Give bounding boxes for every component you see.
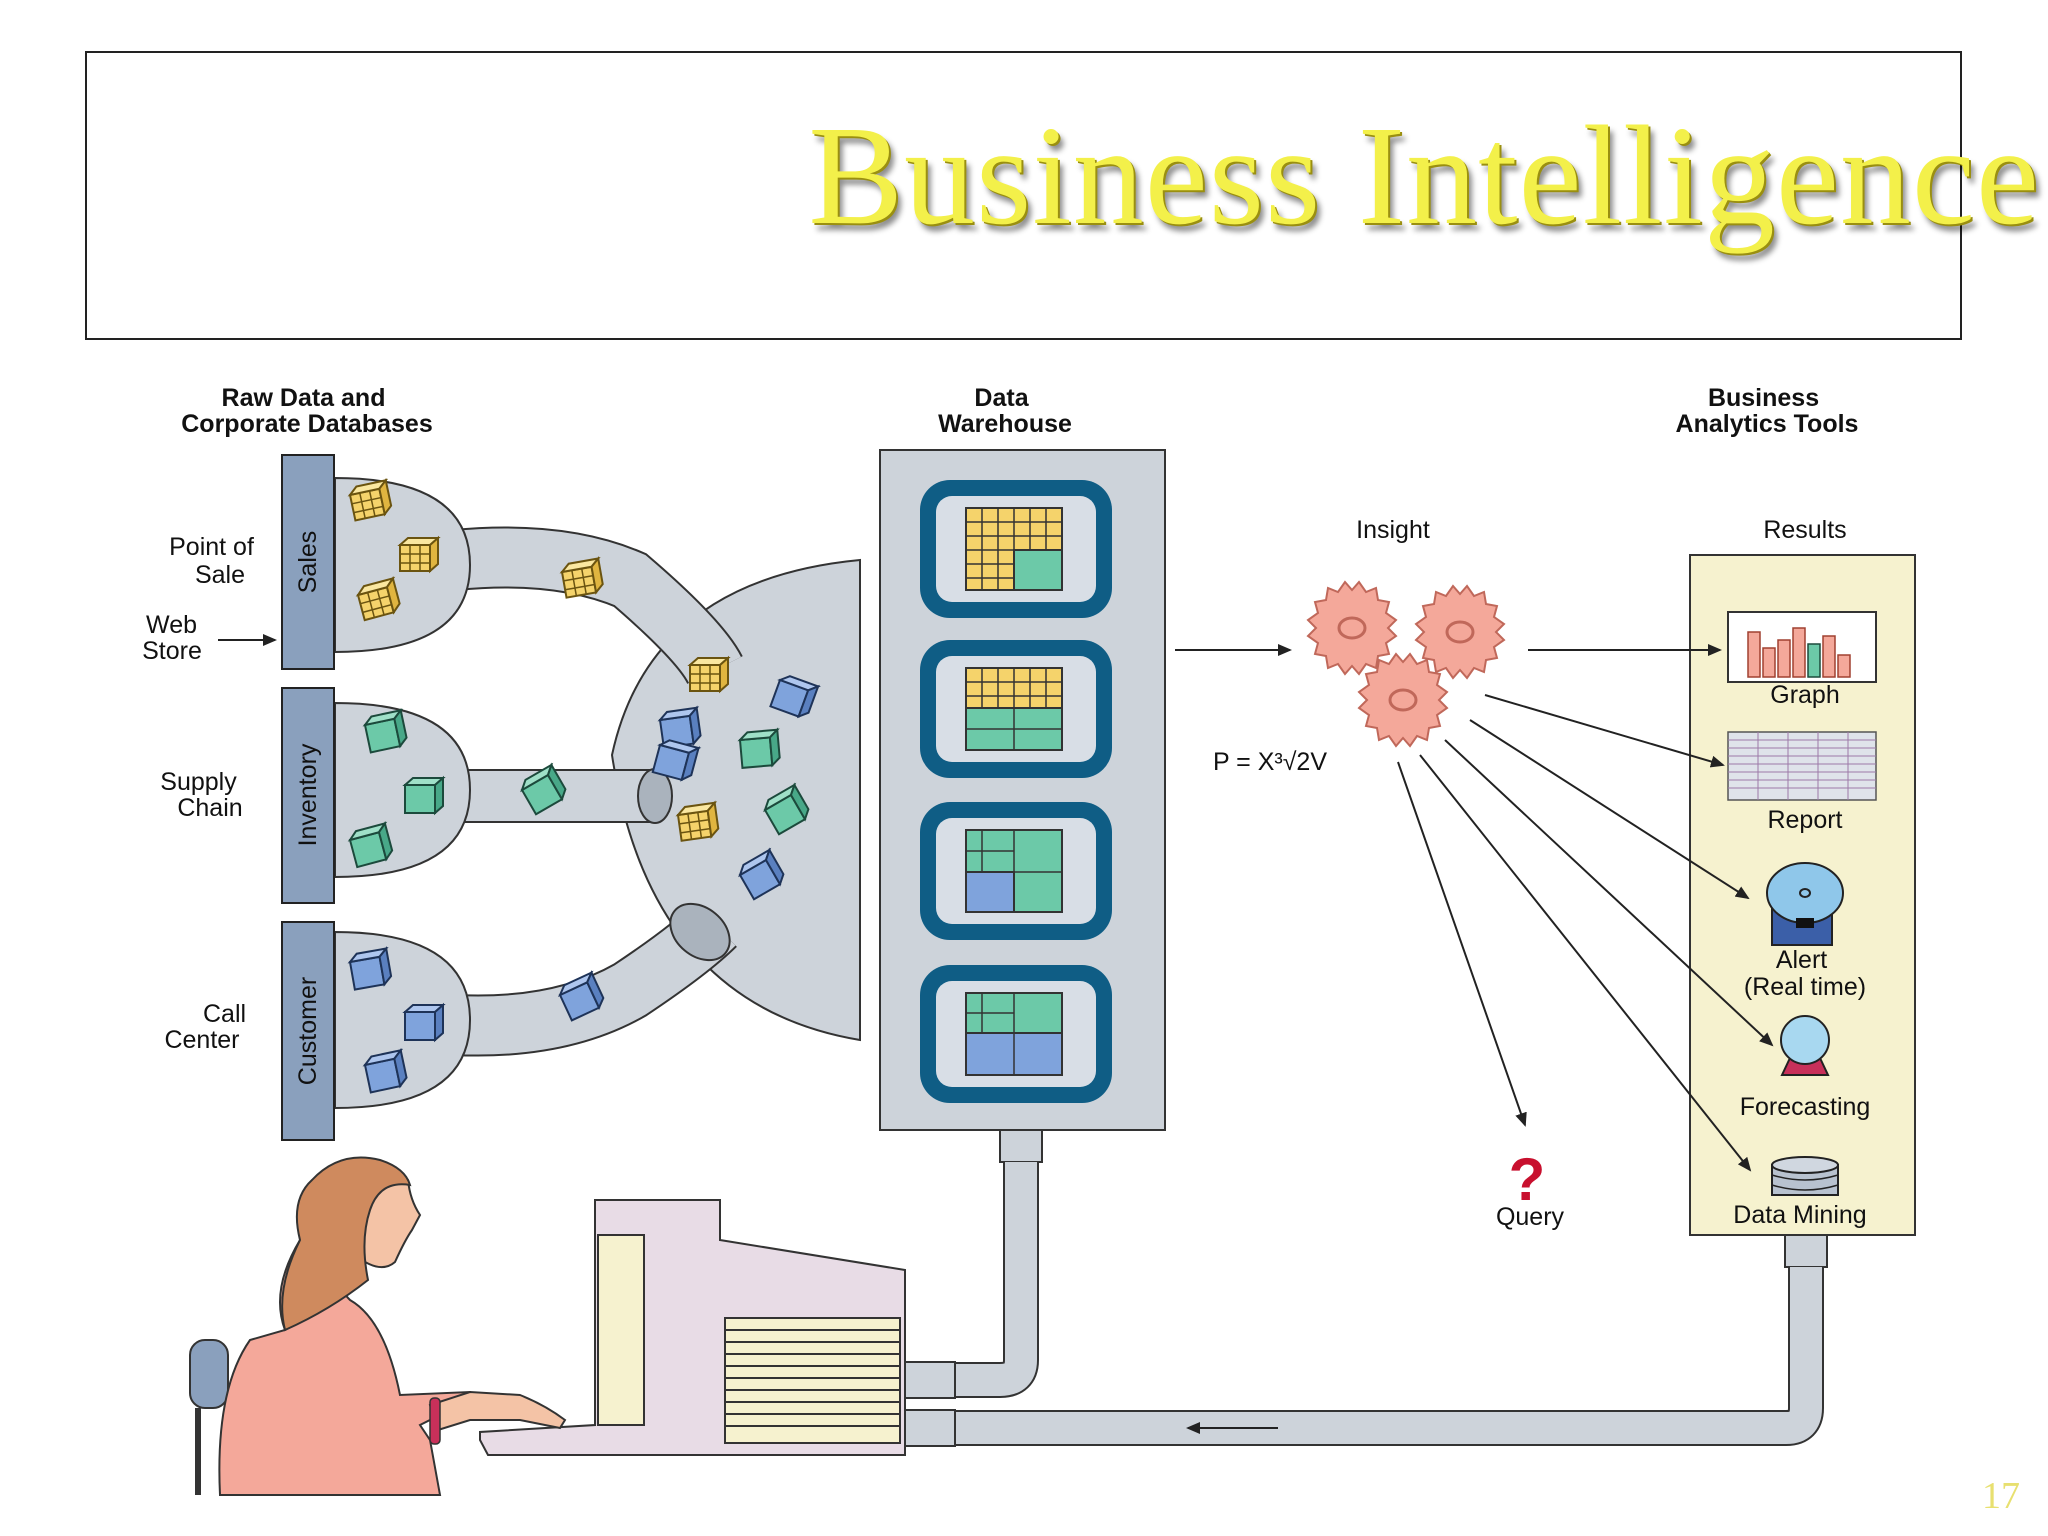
data-warehouse xyxy=(879,449,1166,1163)
tools-heading: Business Analytics Tools xyxy=(1676,384,1859,438)
query-icon: ? xyxy=(1509,1146,1546,1213)
computer-terminal xyxy=(479,1199,956,1456)
graph-label: Graph xyxy=(1770,681,1839,709)
svg-text:Sales: Sales xyxy=(294,531,322,594)
warehouse-heading: Data Warehouse xyxy=(938,384,1072,438)
insight-arrows xyxy=(1397,644,1774,1172)
page-number: 17 xyxy=(1982,1475,2020,1517)
title-frame xyxy=(85,51,1962,340)
report-label: Report xyxy=(1767,806,1842,834)
customer-tab: Customer xyxy=(281,921,335,1141)
crystal-ball-icon xyxy=(1780,1015,1830,1076)
point-of-sale-label: Point of Sale xyxy=(169,533,261,589)
database-icon xyxy=(1771,1156,1839,1196)
svg-text:Inventory: Inventory xyxy=(294,743,322,846)
sources-heading: Raw Data and Corporate Databases xyxy=(181,384,432,438)
insight-label: Insight xyxy=(1356,516,1430,544)
call-center-label: Call Center xyxy=(164,1000,253,1054)
data-mining-label: Data Mining xyxy=(1733,1201,1866,1229)
inventory-tab: Inventory xyxy=(281,687,335,904)
forecasting-label: Forecasting xyxy=(1740,1093,1871,1121)
sales-tab: Sales xyxy=(281,454,335,670)
alert-bell-icon xyxy=(1766,862,1844,946)
graph-icon xyxy=(1727,611,1877,683)
results-label: Results xyxy=(1763,516,1846,544)
web-store-label: Web Store xyxy=(142,611,204,665)
pipe-warehouse-to-terminal xyxy=(920,1162,1039,1398)
pipe-results-to-terminal xyxy=(920,1267,1824,1446)
alert-label: Alert (Real time) xyxy=(1744,946,1866,1001)
svg-text:Customer: Customer xyxy=(294,977,322,1085)
insight-formula: P = X³√2V xyxy=(1213,748,1327,776)
analyst-person-figure xyxy=(189,1156,567,1496)
supply-chain-label: Supply Chain xyxy=(160,768,243,822)
slide-title: Business Intelligence xyxy=(808,96,2040,254)
query-label: Query xyxy=(1496,1203,1565,1231)
insight-gears-icon xyxy=(1306,580,1506,748)
report-icon xyxy=(1727,731,1877,801)
